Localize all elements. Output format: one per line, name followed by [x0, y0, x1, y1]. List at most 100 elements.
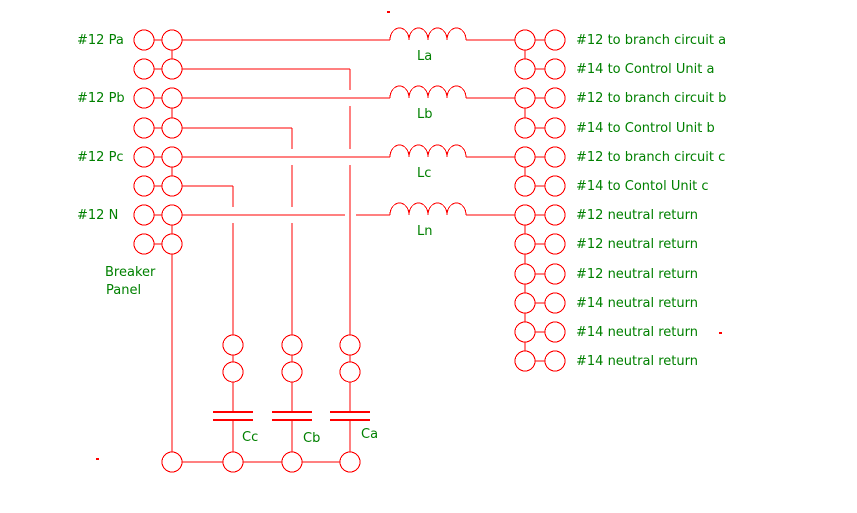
inductor-ln [389, 202, 467, 216]
terminal [339, 334, 361, 356]
inductor-lc [389, 144, 467, 158]
output-label-7: #12 neutral return [576, 237, 698, 252]
connector-pair-out-11 [514, 350, 566, 372]
terminal [544, 204, 566, 226]
stray-mark [387, 11, 390, 13]
output-label-9: #14 neutral return [576, 296, 698, 311]
terminal [544, 29, 566, 51]
output-label-1: #14 to Control Unit a [576, 62, 714, 77]
terminal [222, 334, 244, 356]
inductor-lb-label: Lb [417, 107, 433, 122]
connector-pair-out-3 [514, 117, 566, 139]
terminal [544, 117, 566, 139]
connector-pair-pb-aux [133, 117, 183, 139]
terminal [544, 292, 566, 314]
connector-pair-out-0 [514, 29, 566, 51]
terminal [514, 321, 536, 343]
inductor-ln-label: Ln [417, 224, 432, 239]
connector-pair-n-aux [133, 233, 183, 255]
breaker-panel-name-line1: Breaker [105, 265, 156, 280]
terminal [161, 117, 183, 139]
terminal [514, 204, 536, 226]
terminal [133, 87, 155, 109]
feed-label-pb: #12 Pb [77, 91, 125, 106]
connector-pair-out-5 [514, 175, 566, 197]
connector-pair-out-10 [514, 321, 566, 343]
terminal [133, 117, 155, 139]
connector-pair-out-6 [514, 204, 566, 226]
connector-pair-pa [133, 29, 183, 51]
connector-pair-out-4 [514, 146, 566, 168]
terminal [222, 361, 244, 383]
output-label-6: #12 neutral return [576, 208, 698, 223]
inductor-la-label: La [417, 49, 432, 64]
capacitor-cb-label: Cb [303, 431, 320, 446]
terminal [161, 233, 183, 255]
output-label-10: #14 neutral return [576, 325, 698, 340]
bottom-bus [161, 451, 361, 473]
terminal [544, 58, 566, 80]
output-label-4: #12 to branch circuit c [576, 150, 725, 165]
terminal [339, 451, 361, 473]
output-label-2: #12 to branch circuit b [576, 91, 726, 106]
terminal [133, 58, 155, 80]
terminal [544, 87, 566, 109]
terminal [514, 29, 536, 51]
output-labels: #12 to branch circuit a #14 to Control U… [576, 33, 726, 369]
line-filters: La Lb Lc Ln [182, 27, 515, 239]
terminal [281, 451, 303, 473]
terminal [161, 451, 183, 473]
output-label-11: #14 neutral return [576, 354, 698, 369]
capacitor-ca-label: Ca [361, 427, 378, 442]
terminal [514, 58, 536, 80]
terminal [281, 334, 303, 356]
output-label-3: #14 to Control Unit b [576, 121, 715, 136]
terminal [161, 87, 183, 109]
stray-mark [719, 332, 722, 334]
connector-pair-out-8 [514, 263, 566, 285]
terminal [161, 29, 183, 51]
terminal [514, 292, 536, 314]
connector-pair-pc [133, 146, 183, 168]
terminal [161, 175, 183, 197]
terminal [133, 29, 155, 51]
breaker-panel-labels: #12 Pa #12 Pb #12 Pc #12 N Breaker Panel [77, 33, 156, 298]
connector-pair-n [133, 204, 183, 226]
terminal [514, 87, 536, 109]
output-label-5: #14 to Contol Unit c [576, 179, 709, 194]
terminal [514, 263, 536, 285]
capacitor-cc-label: Cc [242, 430, 258, 445]
connector-pair-out-9 [514, 292, 566, 314]
terminal [544, 146, 566, 168]
terminal [133, 175, 155, 197]
capacitor-branch-ca: Ca [330, 334, 378, 452]
terminal [222, 451, 244, 473]
terminal [544, 321, 566, 343]
terminal [544, 263, 566, 285]
terminal [514, 175, 536, 197]
connector-pair-pc-aux [133, 175, 183, 197]
output-connectors [514, 29, 566, 372]
inductor-lb [389, 85, 467, 99]
terminal [161, 204, 183, 226]
inductor-lc-label: Lc [417, 166, 431, 181]
output-label-0: #12 to branch circuit a [576, 33, 726, 48]
inductor-la [389, 27, 467, 41]
connector-pair-pb [133, 87, 183, 109]
terminal [544, 233, 566, 255]
connector-pair-out-2 [514, 87, 566, 109]
breaker-panel-connectors [133, 29, 183, 452]
terminal [339, 361, 361, 383]
connector-pair-pa-aux [133, 58, 183, 80]
terminal [544, 175, 566, 197]
terminal [161, 146, 183, 168]
terminal [133, 233, 155, 255]
terminal [514, 233, 536, 255]
terminal [514, 146, 536, 168]
stray-mark [96, 458, 99, 460]
feed-label-pc: #12 Pc [77, 150, 124, 165]
feed-label-pa: #12 Pa [77, 33, 124, 48]
connector-pair-out-1 [514, 58, 566, 80]
